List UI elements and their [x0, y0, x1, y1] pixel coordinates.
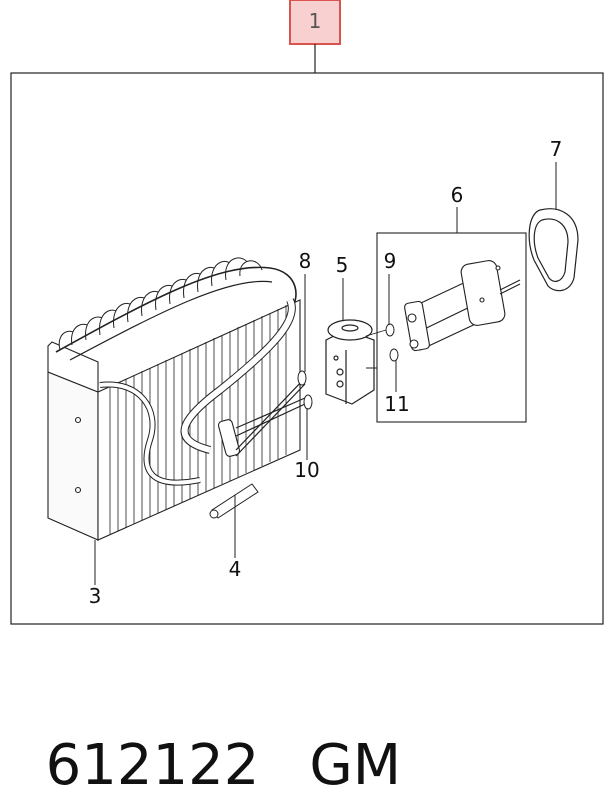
expansion-valve	[325, 319, 375, 405]
leader-lines	[94, 162, 557, 585]
line-block-assembly	[404, 260, 521, 352]
callout-4[interactable]: 4	[229, 557, 242, 581]
o-ring-8	[297, 370, 307, 386]
callout-11[interactable]: 11	[384, 392, 409, 416]
gasket	[528, 208, 579, 292]
callout-9[interactable]: 9	[384, 249, 397, 273]
callout-3[interactable]: 3	[89, 584, 102, 608]
callout-6[interactable]: 6	[451, 183, 464, 207]
diagram-frame	[10, 72, 604, 625]
part-number: 612122	[45, 733, 260, 798]
callout-7[interactable]: 7	[550, 137, 563, 161]
callout-8[interactable]: 8	[299, 249, 312, 273]
part-caption: 612122 GM	[10, 668, 402, 798]
assembly-callout-label: 1	[309, 9, 322, 33]
exploded-parts-diagram: 1	[10, 0, 604, 625]
bolt	[209, 483, 259, 519]
callout-10[interactable]: 10	[294, 458, 319, 482]
o-ring-9	[385, 323, 395, 337]
brand-name: GM	[309, 733, 402, 798]
callout-5[interactable]: 5	[336, 253, 349, 277]
assembly-callout[interactable]: 1	[289, 0, 341, 45]
o-ring-11	[389, 348, 399, 362]
o-ring-10	[303, 394, 313, 410]
evaporator-core	[47, 257, 306, 541]
inset-box	[376, 232, 527, 423]
